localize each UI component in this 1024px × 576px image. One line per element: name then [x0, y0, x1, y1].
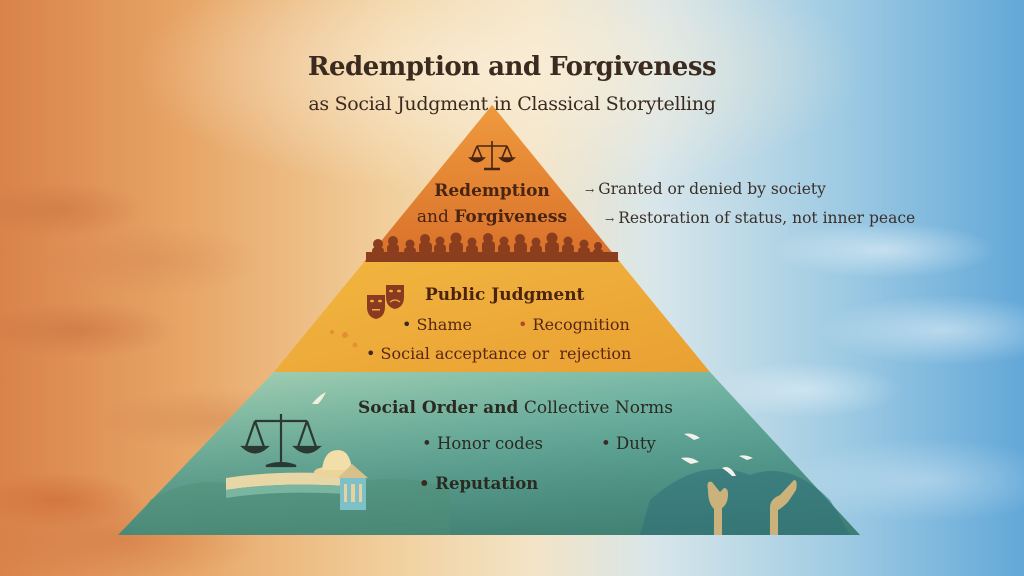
scales-of-justice-icon	[468, 141, 516, 171]
theater-masks-icon	[367, 285, 404, 319]
tier-top-note-1: →Granted or denied by society	[585, 180, 826, 198]
page-subtitle: as Social Judgment in Classical Storytel…	[308, 93, 716, 115]
tier-middle-title: Public Judgment	[425, 285, 585, 305]
tier-middle	[274, 262, 710, 372]
book-icon	[226, 472, 346, 498]
tier-middle-item-recognition: • Recognition	[518, 315, 630, 334]
tier-base-item-honor-codes: • Honor codes	[422, 434, 543, 453]
arrow-icon: →	[585, 184, 595, 197]
scales-of-justice-icon	[240, 414, 322, 468]
page-title: Redemption and Forgiveness	[307, 52, 717, 82]
tier-top-title-line2: and Forgiveness	[416, 207, 568, 227]
doves-icon	[681, 433, 753, 476]
tier-base-item-duty: • Duty	[601, 434, 656, 453]
tier-base-item-reputation: • Reputation	[419, 474, 539, 493]
tier-top-title-line1: Redemption	[434, 181, 550, 201]
arrow-icon: →	[605, 213, 615, 226]
tier-base	[118, 372, 860, 535]
tier-base-title: Social Order and Collective Norms	[358, 398, 673, 418]
tier-middle-item-shame: • Shame	[402, 315, 472, 334]
tier-top-title: Redemption and Forgiveness	[392, 178, 592, 230]
tier-top-note-2: →Restoration of status, not inner peace	[605, 209, 916, 227]
crowd-silhouette-icon	[366, 232, 618, 262]
house-icon	[338, 464, 368, 510]
tier-top	[364, 105, 620, 262]
tier-middle-item-acceptance: • Social acceptance or rejection	[366, 344, 632, 363]
raised-hands-icon	[707, 480, 797, 535]
dove-icon	[312, 392, 326, 404]
